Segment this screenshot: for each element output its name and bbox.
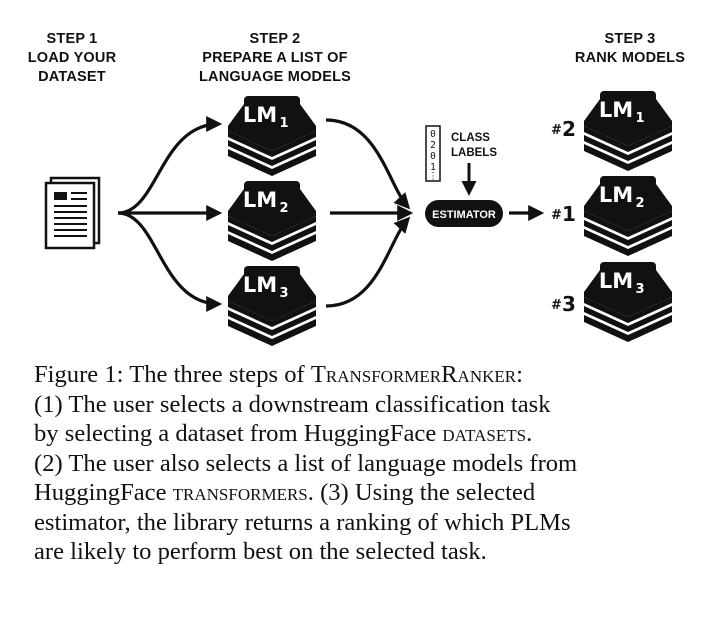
class-label-digit-3: 0 (430, 151, 436, 162)
figure-caption: Figure 1: The three steps of Transformer… (34, 360, 694, 567)
class-labels-icon: 0 2 0 1 ⋮ (425, 125, 441, 182)
step-1-title: STEP 1 (47, 31, 98, 47)
rank-hash-1: # (551, 123, 562, 138)
lm-2-subscript: 2 (279, 201, 288, 216)
step-3-title: STEP 3 (605, 31, 656, 47)
estimator-box: ESTIMATOR (425, 200, 503, 227)
class-labels-text-1: CLASS (451, 132, 490, 144)
ranked-lm-2-label: LM (599, 183, 633, 207)
step-2-title: STEP 2 (250, 31, 301, 47)
caption-transformers-name: transformers (172, 479, 308, 506)
lm-stack-1: LM 1 (228, 96, 316, 176)
class-label-digit-1: 0 (430, 129, 436, 140)
caption-line-5-a: HuggingFace (34, 479, 173, 506)
step-3-line-1: RANK MODELS (575, 50, 685, 66)
arrow-lm3-to-estimator (325, 216, 411, 308)
caption-line-3-a: by selecting a dataset from HuggingFace (34, 420, 443, 447)
ranked-item-3: # 3 LM 3 (551, 262, 672, 342)
ranked-lm-3-label: LM (599, 269, 633, 293)
caption-line-5-c: . (3) Using the selected (307, 479, 536, 506)
class-label-digit-5: ⋮ (428, 171, 438, 182)
lm-1-subscript: 1 (279, 116, 288, 131)
ranked-lm-2-subscript: 2 (635, 196, 644, 211)
ranked-lm-1-subscript: 1 (635, 111, 644, 126)
lm-2-label: LM (243, 188, 277, 212)
step-2-header: STEP 2 PREPARE A LIST OF LANGUAGE MODELS (199, 31, 351, 85)
arrow-dataset-to-lm1 (117, 116, 223, 215)
caption-line-1-a: Figure 1: The three steps of (34, 361, 311, 388)
step-3-header: STEP 3 RANK MODELS (575, 31, 685, 66)
ranked-lm-3-subscript: 3 (635, 282, 644, 297)
ranked-item-1: # 2 LM 1 (551, 91, 672, 171)
caption-line-3: by selecting a dataset from HuggingFace … (34, 419, 694, 449)
caption-tool-name: TransformerRanker (310, 361, 517, 388)
ranked-item-2: # 1 LM 2 (551, 176, 672, 256)
arrow-dataset-to-lm3 (117, 211, 223, 312)
caption-line-4: (2) The user also selects a list of lang… (34, 449, 578, 477)
caption-line-1: Figure 1: The three steps of Transformer… (34, 360, 694, 390)
ranked-lm-stack-1: LM 1 (584, 91, 672, 171)
rank-number-3: 3 (562, 292, 576, 316)
step-2-line-2: LANGUAGE MODELS (199, 69, 351, 85)
rank-hash-2: # (551, 208, 562, 223)
lm-3-label: LM (243, 273, 277, 297)
rank-number-1: 2 (562, 117, 576, 141)
caption-line-5: HuggingFace transformers. (3) Using the … (34, 478, 694, 508)
step-1-line-1: LOAD YOUR (28, 50, 117, 66)
caption-line-1-c: : (516, 361, 523, 388)
step-1-line-2: DATASET (38, 69, 106, 85)
rank-hash-3: # (551, 298, 562, 313)
pipeline-diagram: STEP 1 LOAD YOUR DATASET STEP 2 PREPARE … (28, 31, 685, 346)
lm-1-label: LM (243, 103, 277, 127)
step-2-line-1: PREPARE A LIST OF (202, 50, 347, 66)
ranked-lm-stack-2: LM 2 (584, 176, 672, 256)
caption-line-6: estimator, the library returns a ranking… (34, 508, 571, 536)
dataset-document-icon (44, 176, 101, 250)
class-label-digit-4: 1 (430, 162, 436, 173)
caption-line-3-c: . (526, 420, 533, 447)
class-labels-text-2: LABELS (451, 147, 497, 159)
ranked-lm-stack-3: LM 3 (584, 262, 672, 342)
lm-3-subscript: 3 (279, 286, 288, 301)
lm-stack-3: LM 3 (228, 266, 316, 346)
arrow-lm1-to-estimator (325, 118, 411, 210)
lm-stack-2: LM 2 (228, 181, 316, 261)
rank-number-2: 1 (562, 202, 576, 226)
caption-line-2: (1) The user selects a downstream classi… (34, 390, 551, 418)
caption-line-7: are likely to perform best on the select… (34, 538, 487, 565)
ranked-lm-1-label: LM (599, 98, 633, 122)
class-label-digit-2: 2 (430, 140, 436, 151)
caption-datasets-name: datasets (442, 420, 527, 447)
step-1-header: STEP 1 LOAD YOUR DATASET (28, 31, 117, 85)
estimator-label: ESTIMATOR (432, 209, 496, 221)
